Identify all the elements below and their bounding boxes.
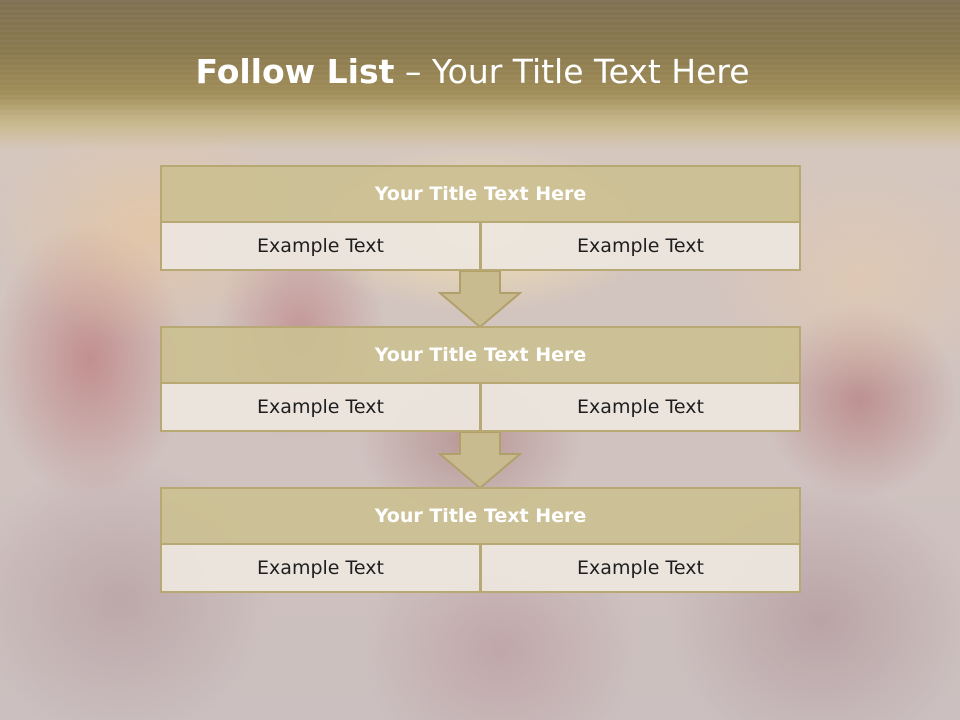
step-cell-left: Example Text (160, 545, 481, 593)
step-cell-left: Example Text (160, 223, 481, 271)
step-title: Your Title Text Here (160, 326, 801, 384)
step-cell-right: Example Text (481, 545, 801, 593)
down-arrow-icon (438, 271, 522, 329)
step-row: Example Text Example Text (160, 384, 801, 432)
page-title: Follow List – Your Title Text Here (0, 52, 945, 91)
step-row: Example Text Example Text (160, 545, 801, 593)
page-title-rest: – Your Title Text Here (394, 52, 750, 91)
step-title: Your Title Text Here (160, 165, 801, 223)
header-band (0, 0, 960, 150)
step-cell-right: Example Text (481, 223, 801, 271)
flow-step-3: Your Title Text Here Example Text Exampl… (160, 487, 801, 593)
step-row: Example Text Example Text (160, 223, 801, 271)
flow-step-2: Your Title Text Here Example Text Exampl… (160, 326, 801, 432)
flow-step-1: Your Title Text Here Example Text Exampl… (160, 165, 801, 271)
step-title: Your Title Text Here (160, 487, 801, 545)
step-cell-right: Example Text (481, 384, 801, 432)
step-cell-left: Example Text (160, 384, 481, 432)
page-title-bold: Follow List (195, 52, 395, 91)
down-arrow-icon (438, 432, 522, 490)
header-texture (0, 0, 960, 120)
